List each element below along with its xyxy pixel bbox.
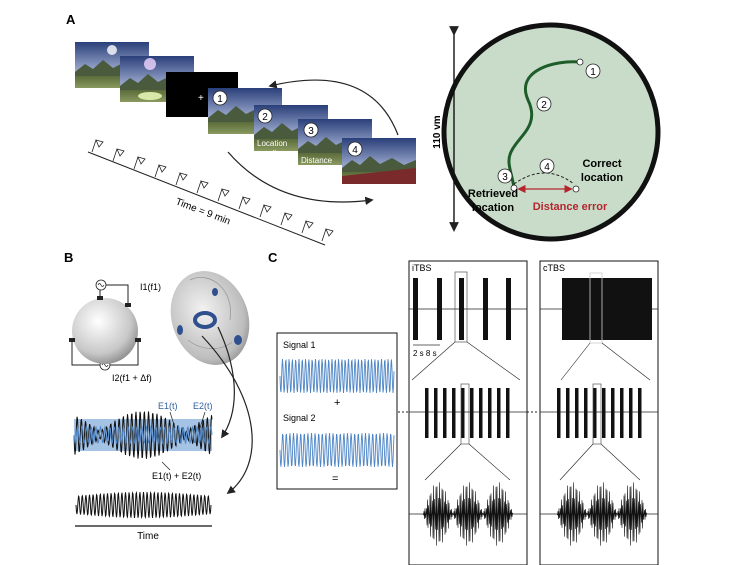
cue-frame: Cue (208, 88, 282, 142)
step-4: 4 (352, 145, 358, 156)
itbs-burst-bar-5 (461, 388, 465, 438)
signal-1-label: Signal 1 (283, 340, 316, 350)
timeline-label: Time = 9 min (174, 197, 232, 228)
ctbs-burst-bar-10 (638, 388, 642, 438)
path-step-2: 2 (541, 100, 547, 111)
itbs-panel: iTBS 2 s 8 s (408, 260, 528, 565)
ctbs-burst-bar-5 (593, 388, 597, 438)
distance-estimation-label-1: Distance (301, 156, 333, 165)
itbs-burst-bar-1 (425, 388, 429, 438)
itbs-train-bar-2 (437, 278, 442, 340)
retrieved-location-label-1: Retrieved (468, 188, 518, 200)
itbs-burst-bar-10 (506, 388, 510, 438)
ctbs-burst-bar-4 (584, 388, 588, 438)
ctbs-label: cTBS (543, 263, 565, 273)
path-step-3: 3 (502, 172, 508, 183)
electrode-sphere-diagram: I1(f1) I2(f1 + Δf) (69, 279, 161, 383)
sum-label: E1(t) + E2(t) (152, 471, 201, 481)
loop-arrow-bottom (227, 151, 374, 206)
itbs-burst-bar-4 (452, 388, 456, 438)
ctbs-burst-bars (557, 388, 642, 438)
arrow-head-to-sum (201, 335, 253, 495)
location-recall-frame: Location recall (254, 105, 328, 158)
itbs-burst-bar-7 (479, 388, 483, 438)
itbs-train-bar-1 (413, 278, 418, 340)
ctbs-continuous-train (562, 278, 652, 340)
loop-arrow-top (268, 79, 399, 136)
ctbs-theta-burst-waveform (556, 482, 648, 546)
location-recall-label-1: Location (257, 139, 287, 148)
timeline-axis (87, 151, 326, 246)
correct-location-label-2: location (581, 172, 623, 184)
equals-sign: = (332, 473, 338, 485)
signal-2-waveform (279, 432, 395, 468)
collection-label: Collection (346, 183, 381, 192)
itbs-timing-label: 2 s 8 s (413, 349, 437, 358)
itbs-burst-bar-8 (488, 388, 492, 438)
ctbs-burst-bar-9 (629, 388, 633, 438)
current-1-label: I1(f1) (140, 282, 161, 292)
trial-step-markers: 1 2 3 4 (212, 90, 363, 157)
itbs-train-bar-5 (506, 278, 511, 340)
ctbs-panel: cTBS (539, 260, 659, 565)
itbs-train-bar-3 (459, 278, 464, 340)
distance-error-label: Distance error (533, 201, 608, 213)
cue-label: Cue (212, 133, 227, 142)
itbs-burst-bar-6 (470, 388, 474, 438)
arena-schematic: 110 vm 1 2 3 4 Correct location Retrieve… (432, 22, 661, 242)
itbs-burst-bar-2 (434, 388, 438, 438)
panel-a-label: A (66, 12, 76, 27)
arena-scale-label: 110 vm (432, 115, 443, 148)
path-step-4: 4 (544, 162, 550, 173)
panel-c-label: C (268, 250, 278, 265)
summed-waveform (75, 491, 212, 520)
signal-2-label: Signal 2 (283, 413, 316, 423)
retrieval-path (507, 60, 581, 189)
encoding-frame: Encoding (75, 42, 194, 102)
ctbs-burst-bar-7 (611, 388, 615, 438)
timeline-flags (91, 139, 334, 242)
itbs-train-bar-4 (483, 278, 488, 340)
distance-estimation-frame: Distance estimation (298, 119, 372, 175)
signal-1-waveform (279, 358, 395, 394)
head-model (170, 271, 250, 365)
arrow-head-to-e-fields (217, 326, 235, 439)
distance-estimation-label-2: estimation (301, 166, 337, 175)
itbs-burst-bar-9 (497, 388, 501, 438)
retrieved-location-label-2: location (472, 202, 514, 214)
panel-b-label: B (64, 250, 73, 265)
step-3: 3 (308, 126, 314, 137)
e2-waveform (73, 425, 213, 445)
step-1: 1 (217, 94, 223, 105)
location-recall-label-2: recall (257, 149, 276, 158)
itbs-theta-burst-waveform (422, 482, 514, 546)
fixation-cross: + (198, 93, 204, 104)
e1-label: E1(t) (158, 401, 178, 411)
step-2: 2 (262, 112, 268, 123)
correct-location-label-1: Correct (582, 158, 621, 170)
itbs-label: iTBS (412, 263, 432, 273)
plus-sign: + (334, 397, 340, 409)
time-label-b: Time (137, 531, 159, 542)
path-step-1: 1 (590, 67, 596, 78)
itbs-burst-bar-3 (443, 388, 447, 438)
ctbs-burst-bar-1 (557, 388, 561, 438)
itbs-burst-bars (425, 388, 510, 438)
collection-frame: Collection (342, 138, 416, 192)
current-2-label: I2(f1 + Δf) (112, 373, 152, 383)
e2-label: E2(t) (193, 401, 213, 411)
signal-box (276, 332, 398, 490)
ctbs-burst-bar-6 (602, 388, 606, 438)
itbs-train-bars (413, 278, 511, 340)
ctbs-burst-bar-2 (566, 388, 570, 438)
ctbs-burst-bar-3 (575, 388, 579, 438)
ctbs-burst-bar-8 (620, 388, 624, 438)
encoding-label: Encoding (77, 87, 110, 96)
